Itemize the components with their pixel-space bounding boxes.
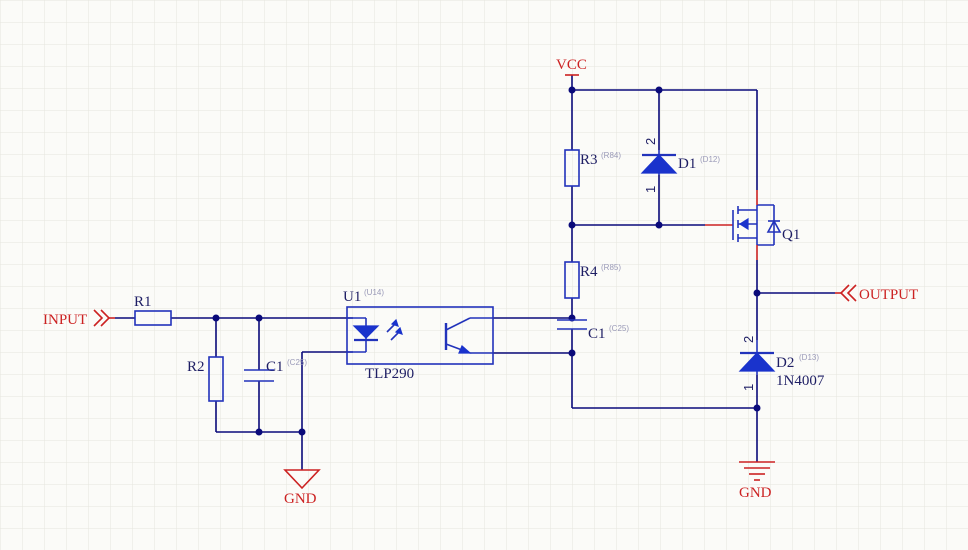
resistor-r2[interactable]: R2 bbox=[187, 356, 224, 402]
c1-left-ref: (C25) bbox=[287, 358, 307, 367]
gnd-left-symbol[interactable]: GND bbox=[283, 469, 321, 507]
gnd-right-symbol[interactable]: GND bbox=[739, 461, 775, 501]
gnd-left-label: GND bbox=[284, 491, 317, 507]
output-port[interactable]: OUTPUT bbox=[835, 284, 918, 303]
d1-pin-bottom: 1 bbox=[643, 186, 658, 193]
r2-designator: R2 bbox=[187, 359, 205, 375]
capacitor-c1-right[interactable]: C1 (C25) bbox=[557, 319, 629, 342]
c1-right-ref: (C25) bbox=[609, 324, 629, 333]
c1-left-designator: C1 bbox=[266, 359, 284, 375]
mosfet-q1[interactable]: Q1 bbox=[705, 190, 800, 260]
d2-ref: (D13) bbox=[799, 353, 819, 362]
u1-ref: (U14) bbox=[364, 288, 384, 297]
optocoupler-u1[interactable]: U1 (U14) TLP290 bbox=[343, 288, 494, 382]
capacitor-c1-left[interactable]: C1 (C25) bbox=[244, 358, 307, 382]
d1-pin-top: 2 bbox=[643, 138, 658, 145]
resistor-r3[interactable]: R3 (R84) bbox=[564, 149, 621, 187]
r1-designator: R1 bbox=[134, 294, 152, 310]
gnd-right-label: GND bbox=[739, 485, 772, 501]
q1-designator: Q1 bbox=[782, 227, 800, 243]
r4-designator: R4 bbox=[580, 264, 598, 280]
diode-d1[interactable]: 2 1 D1 (D12) bbox=[640, 138, 720, 193]
r4-ref: (R85) bbox=[601, 263, 621, 272]
r3-designator: R3 bbox=[580, 152, 598, 168]
c1-right-designator: C1 bbox=[588, 326, 606, 342]
d1-ref: (D12) bbox=[700, 155, 720, 164]
d1-designator: D1 bbox=[678, 156, 696, 172]
input-port[interactable]: INPUT bbox=[43, 309, 115, 328]
r3-ref: (R84) bbox=[601, 151, 621, 160]
vcc-symbol[interactable]: VCC bbox=[556, 57, 587, 76]
d2-value: 1N4007 bbox=[776, 373, 825, 389]
u1-value: TLP290 bbox=[365, 366, 414, 382]
resistor-r1[interactable]: R1 bbox=[134, 294, 172, 326]
diode-d2[interactable]: 2 1 D2 (D13) 1N4007 bbox=[738, 336, 825, 391]
u1-designator: U1 bbox=[343, 289, 361, 305]
vcc-label: VCC bbox=[556, 57, 587, 73]
input-port-label: INPUT bbox=[43, 312, 87, 328]
resistor-r4[interactable]: R4 (R85) bbox=[564, 261, 621, 299]
d2-pin-top: 2 bbox=[741, 336, 756, 343]
d2-pin-bottom: 1 bbox=[741, 384, 756, 391]
d2-designator: D2 bbox=[776, 355, 794, 371]
output-port-label: OUTPUT bbox=[859, 287, 918, 303]
